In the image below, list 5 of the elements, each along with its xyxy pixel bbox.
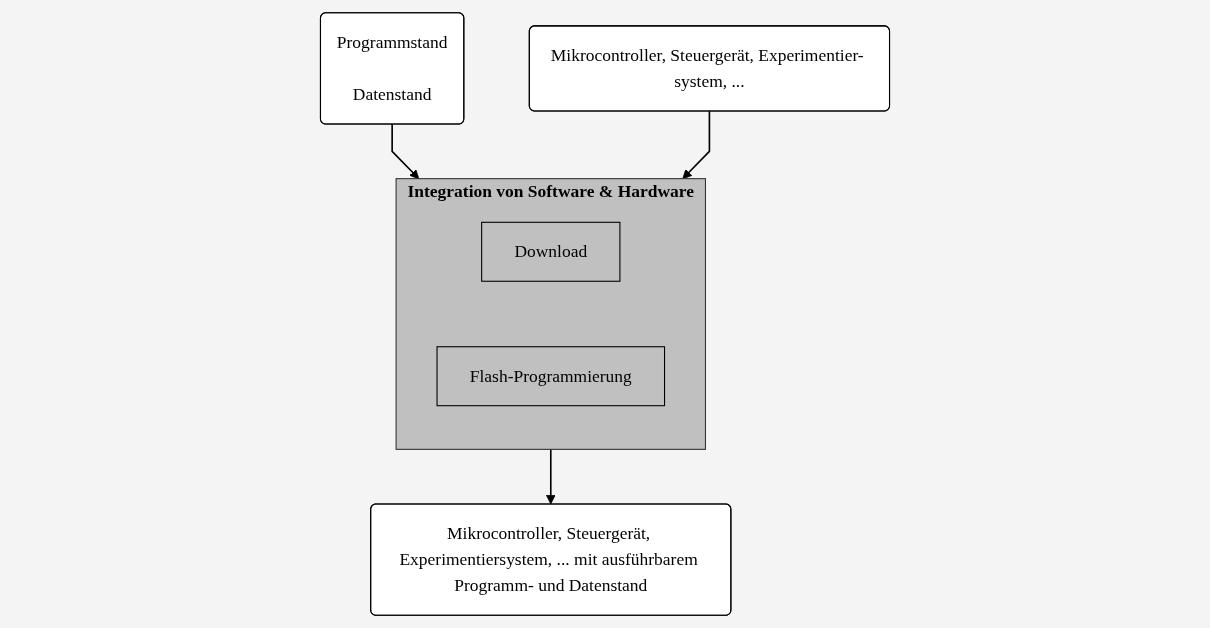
node-box: Flash-Programmierung — [436, 346, 666, 407]
arrow — [546, 448, 556, 505]
arrow — [682, 110, 711, 180]
node-box: Download — [481, 221, 621, 282]
arrow — [391, 123, 420, 180]
